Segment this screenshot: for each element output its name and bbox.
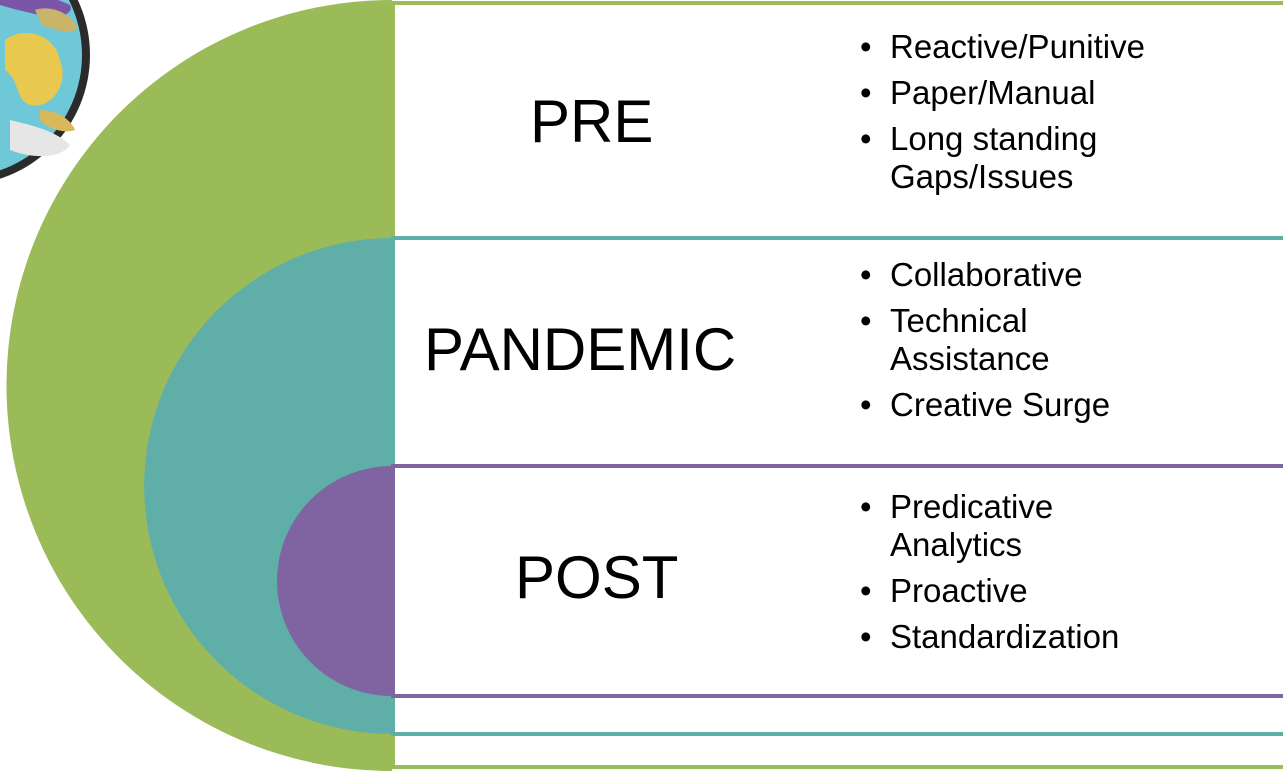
stage-label-pandemic: PANDEMIC — [424, 316, 737, 383]
bullet-item: Paper/Manual — [852, 74, 1252, 112]
stage-label-pre: PRE — [530, 88, 654, 155]
bullet-item: Creative Surge — [852, 386, 1252, 424]
bullet-item: Standardization — [852, 618, 1252, 656]
bullet-item: Long standing Gaps/Issues — [852, 120, 1140, 196]
bullet-item: Proactive — [852, 572, 1252, 610]
post-arc — [277, 466, 392, 696]
stage-label-post: POST — [515, 544, 679, 611]
bullet-item: Technical Assistance — [852, 302, 1110, 378]
bullet-item: Reactive/Punitive — [852, 28, 1252, 66]
bullet-list-pre: Reactive/Punitive Paper/Manual Long stan… — [852, 28, 1252, 204]
bullet-list-post: Predicative Analytics Proactive Standard… — [852, 488, 1252, 664]
globe-image — [0, 0, 90, 179]
bullet-item: Predicative Analytics — [852, 488, 1140, 564]
bullet-list-pandemic: Collaborative Technical Assistance Creat… — [852, 256, 1252, 432]
bullet-item: Collaborative — [852, 256, 1252, 294]
